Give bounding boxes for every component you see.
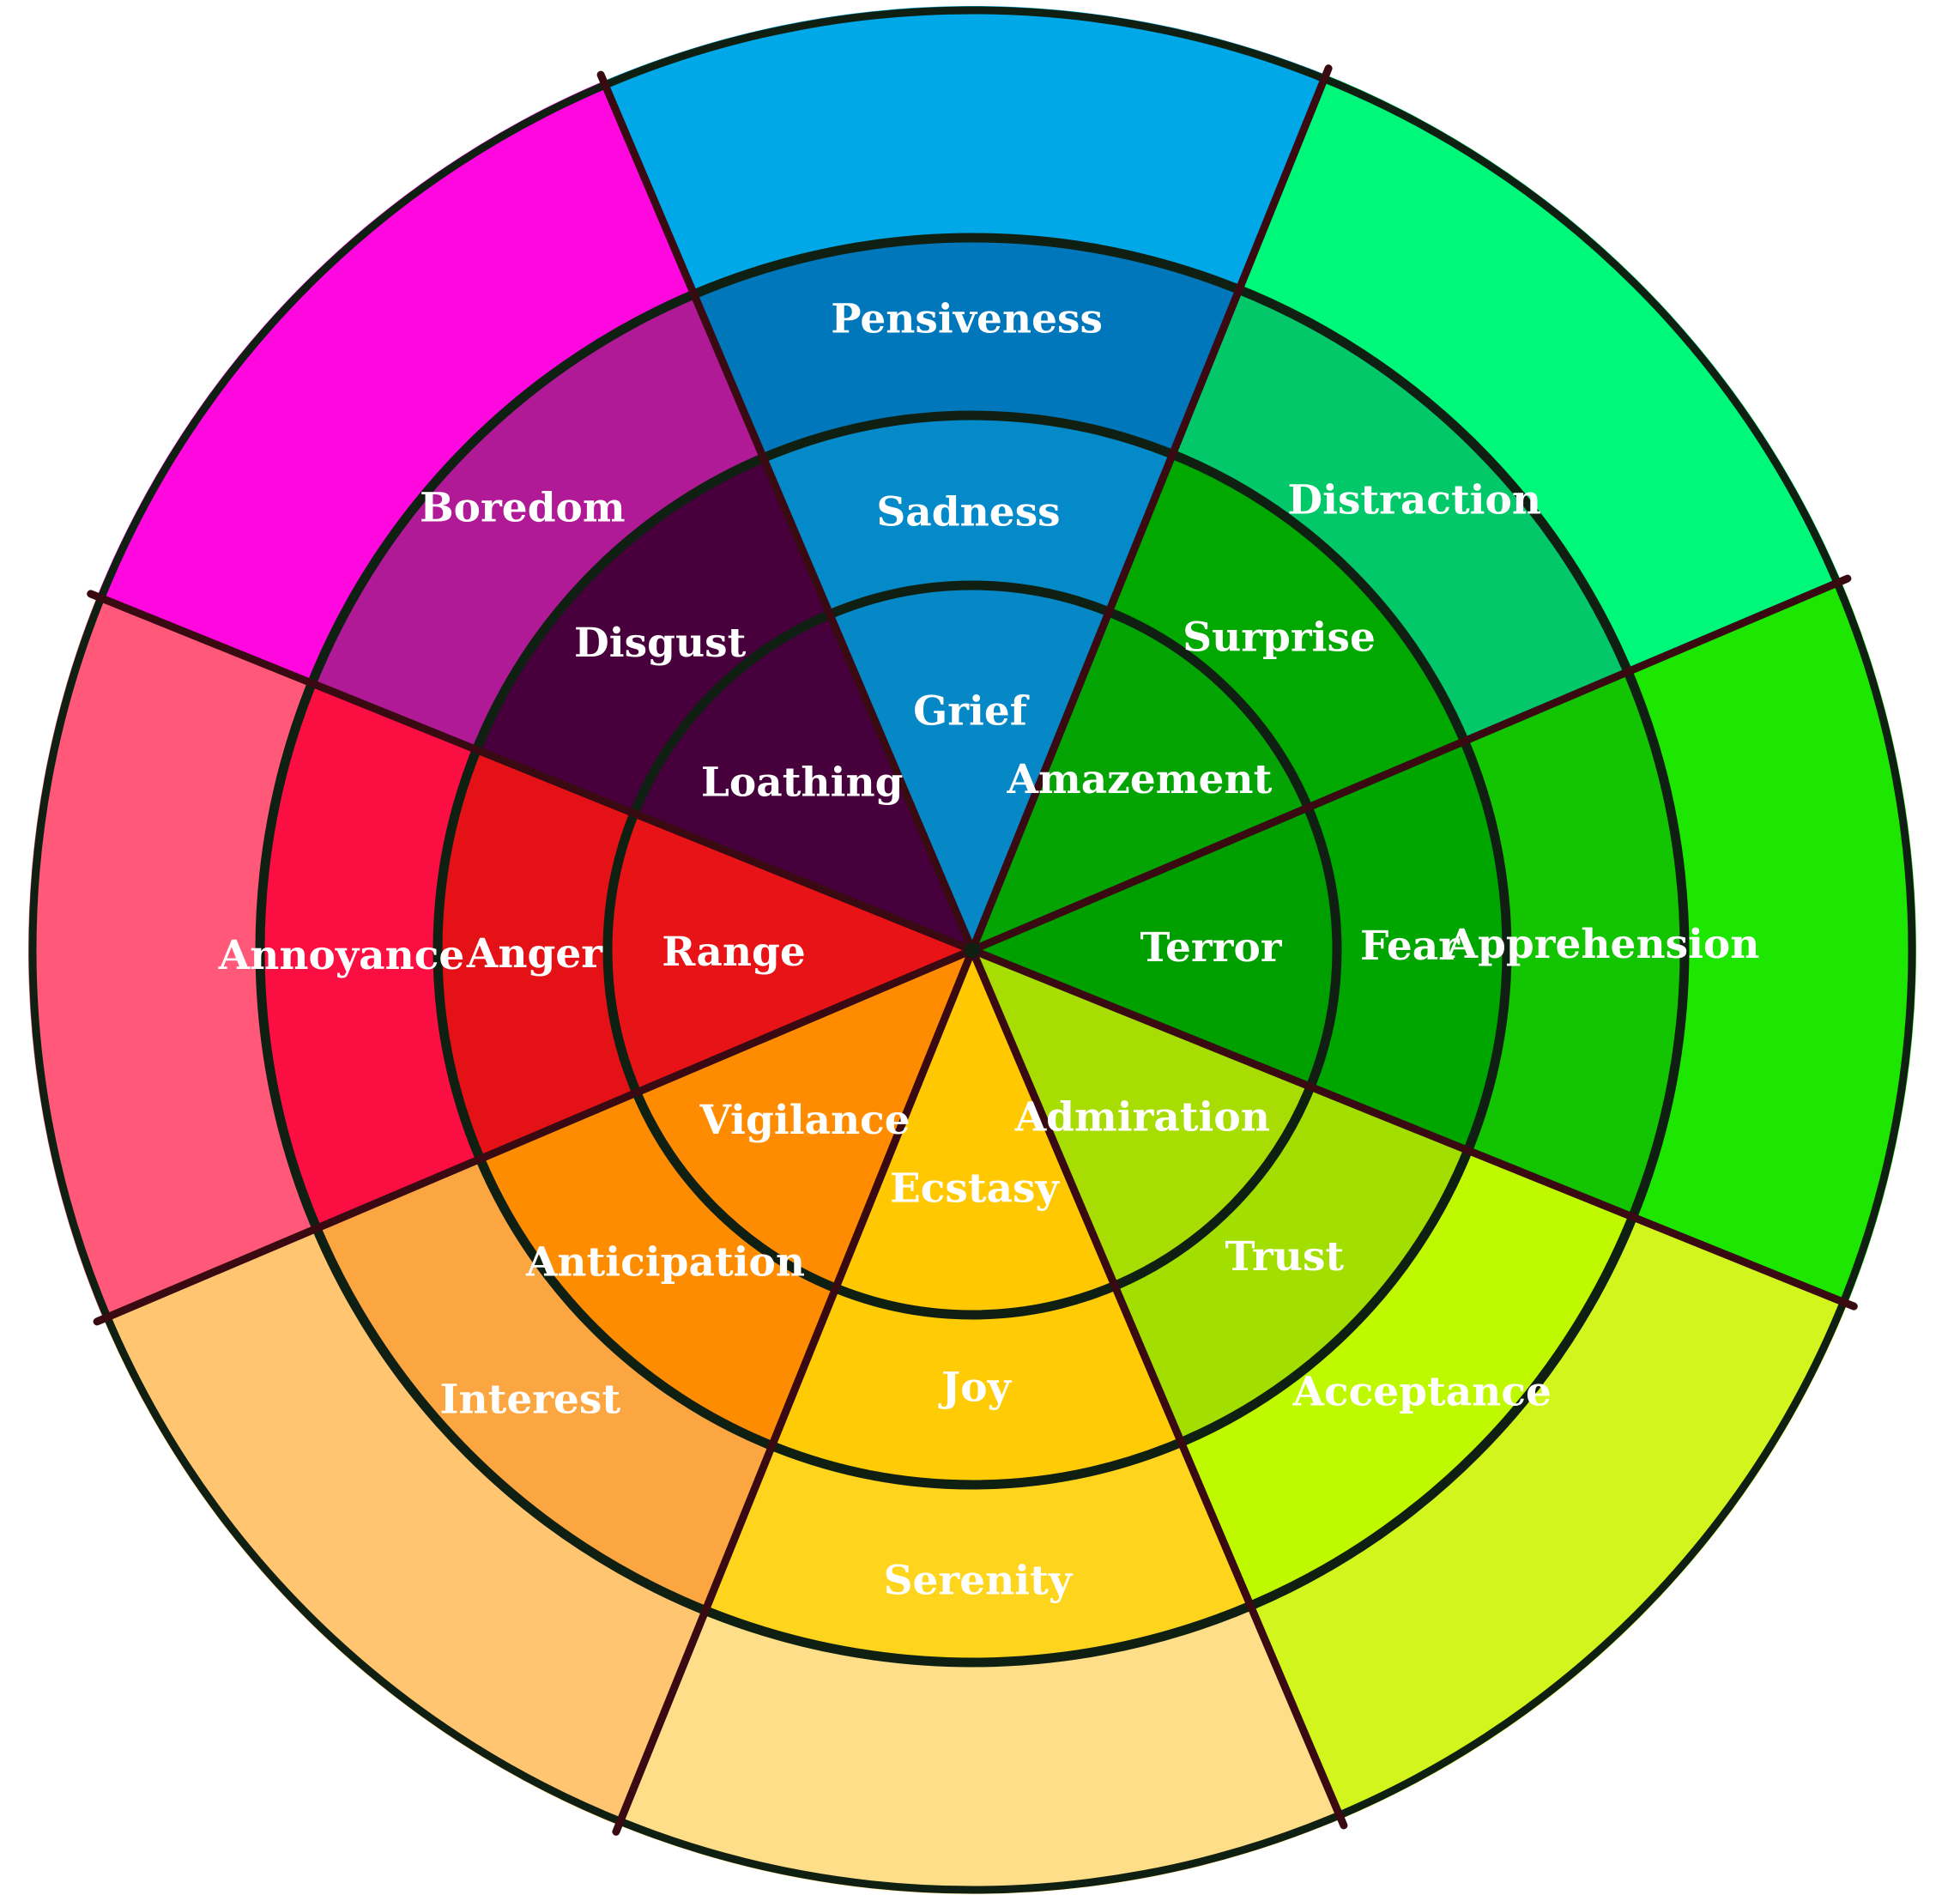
sector-fear-middle (1308, 741, 1507, 1151)
sector-anger-middle (437, 749, 637, 1159)
sector-anticipation-rim (103, 1228, 706, 1825)
label-vigilance: Vigilance (699, 1097, 910, 1144)
sector-sadness-rim (603, 5, 1327, 294)
sector-disgust-middle (476, 457, 830, 814)
sector-fear-outer (1464, 671, 1685, 1217)
sector-anger-rim (28, 596, 317, 1319)
sector-fear-inner (972, 807, 1337, 1087)
label-anger: Anger (466, 930, 603, 978)
label-sadness: Sadness (876, 489, 1060, 536)
spoke-divider-1 (612, 946, 977, 1836)
spoke-divider-3 (968, 946, 1858, 1311)
ring-outline-1 (602, 580, 1342, 1320)
spoke-divider-4 (968, 574, 1852, 954)
sector-trust-inner (972, 950, 1311, 1287)
label-trust: Trust (1225, 1233, 1344, 1280)
sector-joy-outer (705, 1442, 1251, 1662)
label-pensiveness: Pensiveness (831, 296, 1103, 343)
label-terror: Terror (1140, 924, 1282, 972)
wheel-dividers (87, 64, 1858, 1836)
spoke-divider-7 (87, 590, 977, 954)
sector-joy-rim (618, 1606, 1341, 1894)
sector-sadness-middle (763, 415, 1173, 615)
label-acceptance: Acceptance (1292, 1369, 1552, 1416)
wheel-center-hub (965, 942, 980, 958)
label-disgust: Disgust (574, 620, 747, 667)
sector-surprise-rim (1238, 75, 1842, 672)
label-amazement: Amazement (1007, 756, 1273, 803)
wheel-sectors (28, 5, 1917, 1894)
label-fear: Fear (1360, 923, 1461, 970)
sector-anticipation-inner (636, 950, 972, 1289)
sector-surprise-middle (1109, 454, 1465, 808)
label-loathing: Loathing (701, 760, 904, 807)
label-apprehension: Apprehension (1446, 921, 1760, 968)
ring-outline-4 (28, 6, 1916, 1894)
label-serenity: Serenity (884, 1558, 1074, 1605)
label-joy: Joy (938, 1365, 1013, 1412)
sector-anticipation-outer (316, 1159, 772, 1611)
sector-sadness-outer (693, 238, 1239, 458)
spoke-divider-5 (968, 64, 1333, 954)
spoke-divider-8 (93, 946, 977, 1326)
spoke-divider-2 (968, 946, 1348, 1830)
sector-disgust-outer (312, 294, 764, 750)
sector-trust-outer (1181, 1150, 1633, 1607)
ring-outline-2 (433, 410, 1512, 1490)
sector-joy-middle (771, 1286, 1182, 1485)
sector-surprise-inner (972, 611, 1309, 950)
sector-trust-rim (1250, 1216, 1848, 1819)
ring-outline-3 (255, 233, 1690, 1668)
sector-anger-inner (608, 813, 972, 1093)
sector-fear-rim (1628, 581, 1917, 1305)
sector-sadness-inner (829, 585, 1110, 950)
label-ecstasy: Ecstasy (890, 1165, 1061, 1213)
spoke-divider-6 (596, 70, 977, 954)
sector-disgust-inner (633, 614, 972, 950)
sector-joy-inner (835, 950, 1116, 1315)
sector-anticipation-middle (480, 1093, 836, 1446)
sector-trust-middle (1115, 1087, 1468, 1443)
wheel-ring-outlines (28, 6, 1916, 1894)
sector-disgust-rim (97, 81, 694, 684)
sector-surprise-outer (1172, 289, 1629, 742)
label-grief: Grief (913, 688, 1030, 736)
label-boredom: Boredom (420, 484, 626, 531)
sector-anger-outer (259, 683, 481, 1229)
label-anticipation: Anticipation (525, 1238, 805, 1286)
label-range: Range (662, 929, 806, 976)
label-interest: Interest (439, 1377, 620, 1424)
label-admiration: Admiration (1014, 1093, 1270, 1141)
label-surprise: Surprise (1183, 615, 1376, 662)
label-distraction: Distraction (1287, 476, 1541, 524)
label-annoyance: Annoyance (218, 932, 465, 979)
